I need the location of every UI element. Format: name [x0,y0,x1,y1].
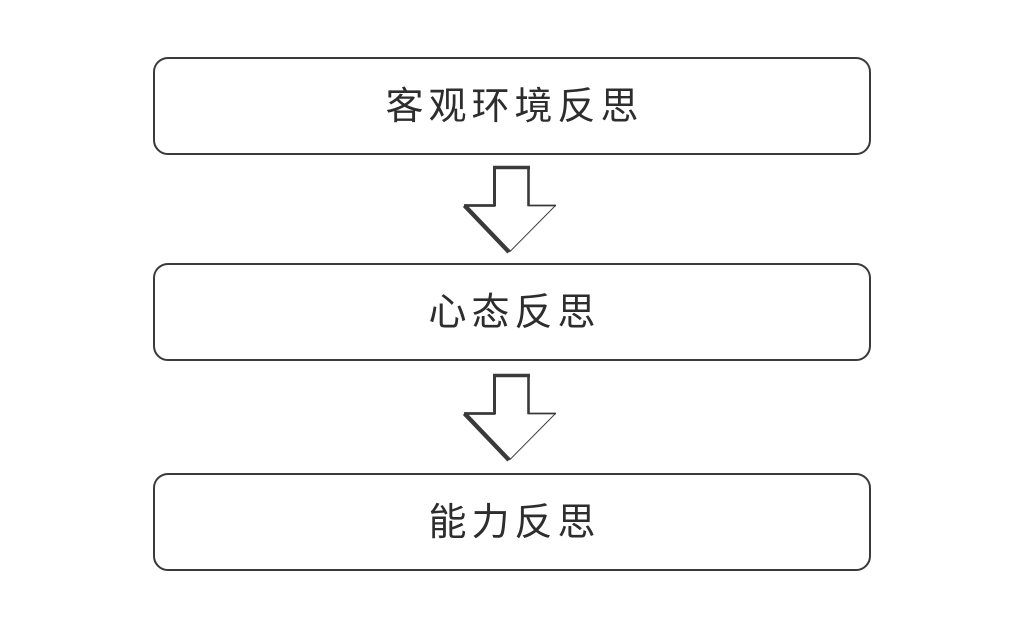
down-block-arrow-icon [461,164,559,256]
node-label: 客观环境反思 [385,84,644,128]
flow-node-ability-reflection: 能力反思 [153,473,871,571]
node-label: 心态反思 [428,290,601,334]
node-label: 能力反思 [428,500,601,544]
down-block-arrow-icon [461,372,559,464]
flow-node-mindset-reflection: 心态反思 [153,263,871,361]
flow-node-objective-environment-reflection: 客观环境反思 [153,57,871,155]
